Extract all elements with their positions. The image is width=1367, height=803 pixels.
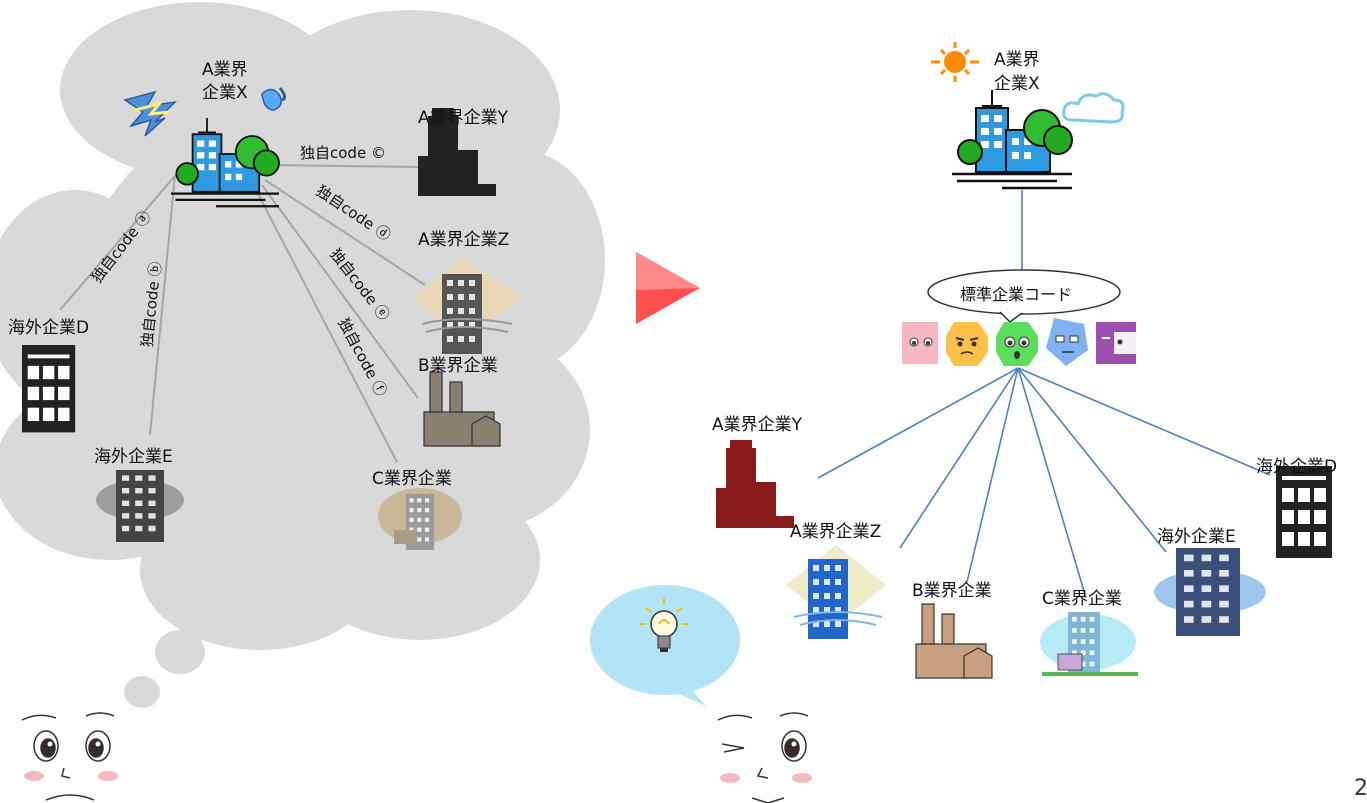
left-company-b: B業界企業: [418, 356, 498, 376]
left-connections: [59, 164, 426, 463]
winking-face-right: [717, 712, 812, 803]
code-label-c: 独自code ©: [300, 144, 386, 162]
transition-arrow: [636, 252, 700, 324]
right-company-overseas-e: 海外企業E: [1157, 527, 1236, 547]
mascot-c-icon: [1096, 322, 1136, 364]
lightbulb-icon: [640, 598, 688, 652]
right-company-a-y: A業界企業Y: [712, 415, 803, 435]
sun-icon: [931, 42, 979, 82]
thought-puffs: [124, 630, 205, 708]
standard-code-bubble: [927, 269, 1121, 323]
left-company-overseas-e: 海外企業E: [94, 447, 173, 467]
left-overseas-d-building-icon: [22, 345, 76, 433]
left-company-c: C業界企業: [372, 469, 452, 489]
standard-code-mascots: [902, 318, 1136, 366]
right-company-c: C業界企業: [1042, 589, 1122, 609]
right-a-z-building-icon: [786, 545, 886, 639]
mascot-o-icon: [946, 322, 988, 366]
page-number: 2: [1354, 776, 1367, 801]
left-company-a-y: A業界企業Y: [418, 108, 509, 128]
right-connections: [817, 190, 1271, 599]
right-hub-label-line2: 企業X: [994, 74, 1040, 94]
left-company-a-z: A業界企業Z: [418, 230, 510, 250]
right-company-b: B業界企業: [912, 581, 992, 601]
left-company-overseas-d: 海外企業D: [8, 318, 90, 338]
left-hub-label-line2: 企業X: [202, 83, 248, 103]
mascot-p-icon: [996, 322, 1038, 366]
standard-code-label: 標準企業コード: [960, 285, 1073, 304]
thinking-face-left: [21, 712, 118, 801]
right-overseas-d-building-icon: [1276, 466, 1332, 558]
right-a-y-building-icon: [716, 440, 794, 528]
mascot-e-icon: [1046, 318, 1088, 366]
mascot-k-icon: [902, 322, 938, 364]
left-c-building-icon: [378, 488, 462, 550]
right-b-factory-icon: [915, 603, 993, 679]
sweat-drop-icon: [261, 87, 287, 111]
cloud-icon: [1062, 92, 1125, 124]
right-company-overseas-d: 海外企業D: [1256, 457, 1338, 477]
right-hub-building-icon: [950, 88, 1074, 190]
left-a-z-building-icon: [412, 258, 522, 354]
right-hub-label-line1: A業界: [994, 50, 1040, 70]
lightning-icon: [123, 90, 178, 137]
left-overseas-e-building-icon: [96, 470, 184, 542]
thought-cloud: [0, 2, 605, 650]
left-hub-label-line1: A業界: [202, 60, 248, 80]
right-overseas-e-building-icon: [1154, 548, 1266, 636]
right-company-a-z: A業界企業Z: [790, 522, 882, 542]
right-c-building-icon: [1040, 612, 1138, 676]
